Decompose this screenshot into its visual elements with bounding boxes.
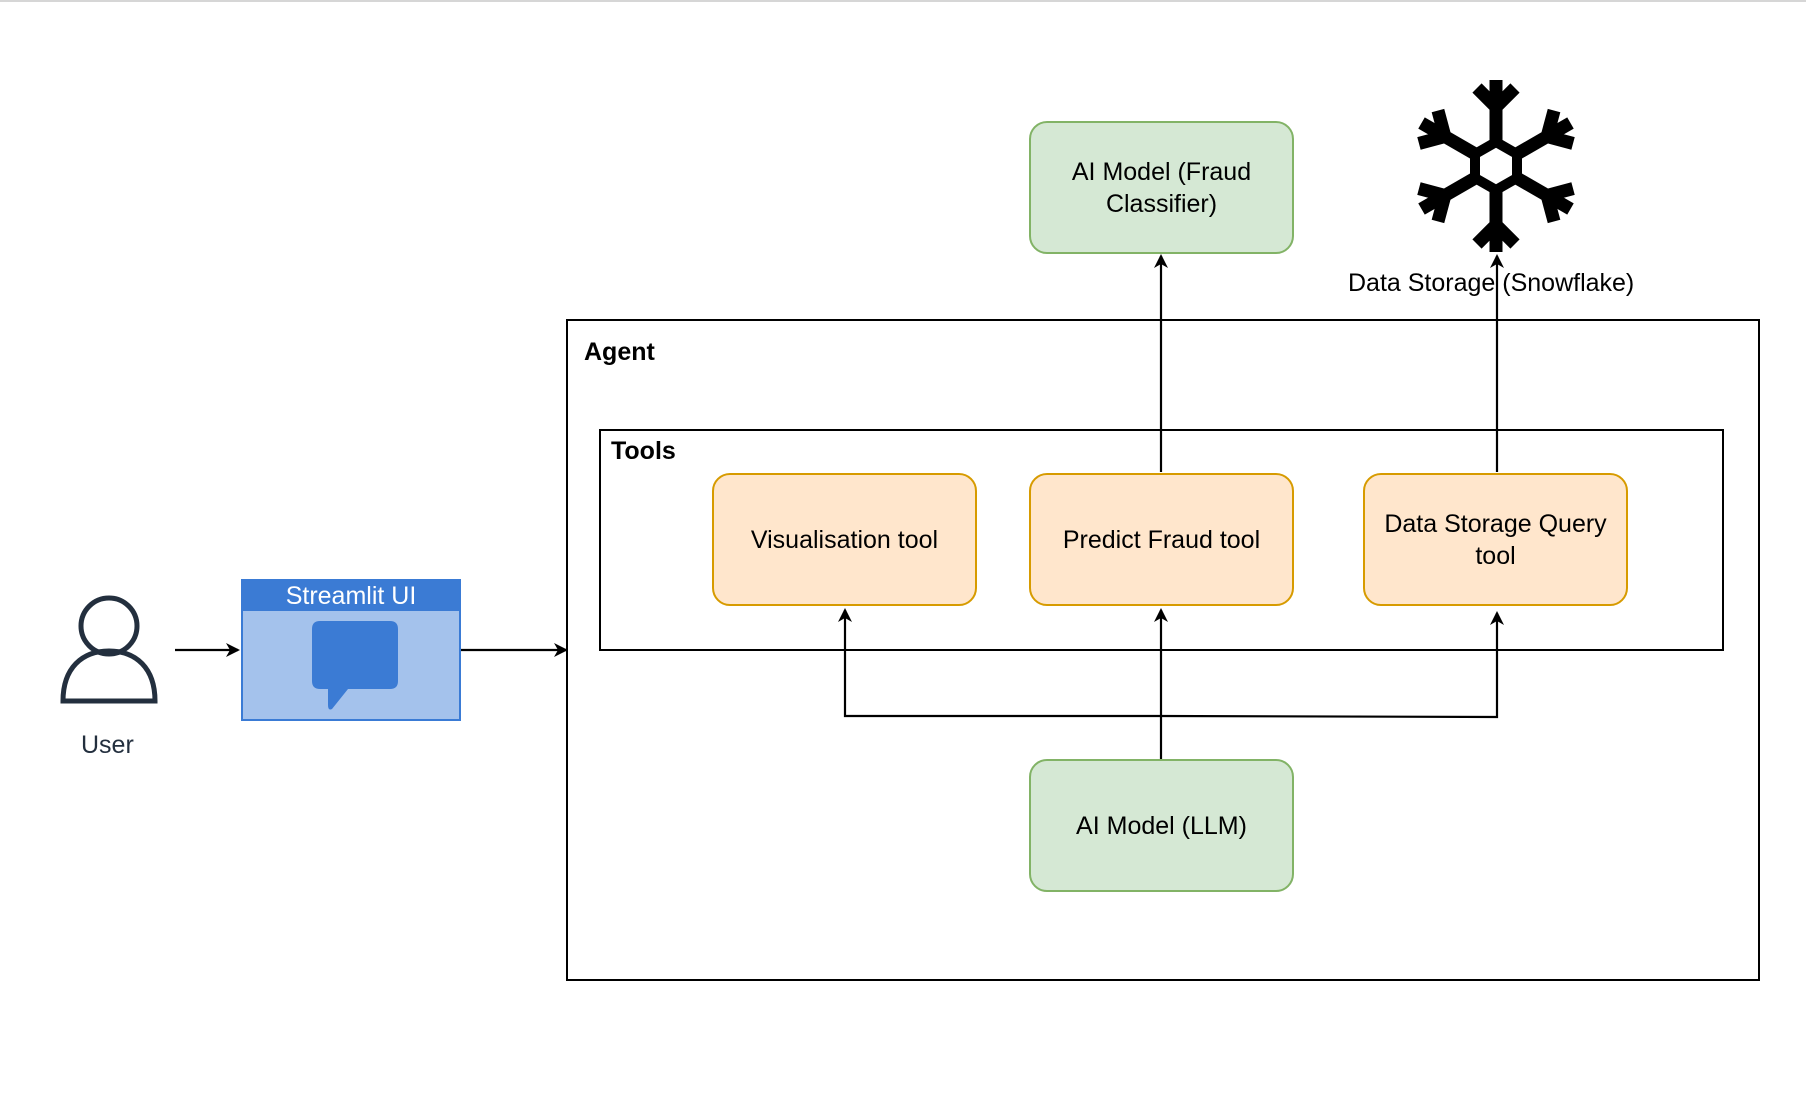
agent-container — [566, 319, 1760, 981]
arrow-llm-to-data-storage-query-tool — [1160, 611, 1504, 719]
predict-fraud-tool-box[interactable]: Predict Fraud tool — [1029, 473, 1294, 606]
data-storage-label: Data Storage (Snowflake) — [1348, 269, 1635, 297]
data-storage-query-tool-label: Data Storage Query tool — [1384, 509, 1607, 570]
streamlit-ui-title: Streamlit UI — [243, 581, 459, 611]
fraud-classifier-box[interactable]: AI Model (Fraud Classifier) — [1029, 121, 1294, 254]
tools-container — [599, 429, 1724, 651]
agent-label: Agent — [584, 338, 655, 366]
tools-label: Tools — [611, 437, 676, 465]
user-icon — [60, 595, 158, 704]
visualisation-tool-box[interactable]: Visualisation tool — [712, 473, 977, 606]
chat-bubble-icon — [312, 621, 398, 710]
user-label: User — [81, 731, 134, 759]
snowflake-icon — [1417, 80, 1575, 252]
fraud-classifier-label: AI Model (Fraud Classifier) — [1071, 157, 1252, 218]
top-divider — [0, 0, 1806, 2]
visualisation-tool-label: Visualisation tool — [750, 525, 939, 554]
llm-box[interactable]: AI Model (LLM) — [1029, 759, 1294, 892]
data-storage-query-tool-box[interactable]: Data Storage Query tool — [1363, 473, 1628, 606]
arrow-llm-to-visualisation-tool — [838, 608, 1161, 718]
llm-label: AI Model (LLM) — [1076, 811, 1247, 840]
streamlit-ui-window[interactable]: Streamlit UI — [241, 579, 461, 721]
predict-fraud-tool-label: Predict Fraud tool — [1062, 525, 1261, 554]
